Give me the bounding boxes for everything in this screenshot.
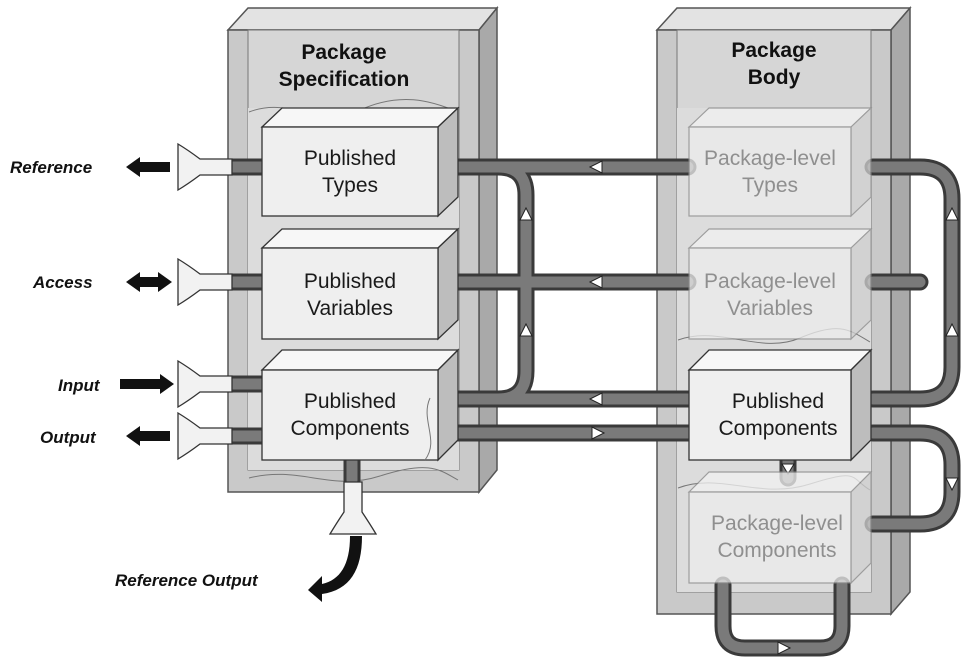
access-horn-icon xyxy=(177,257,233,307)
label-access: Access xyxy=(32,273,93,292)
flow-arrow-right-icon xyxy=(777,641,792,655)
body-types-line2: Types xyxy=(742,174,798,197)
body-published-components-line1: Published xyxy=(732,390,824,413)
body-box-types xyxy=(687,106,873,218)
body-components-line1: Package-level xyxy=(711,512,843,535)
reference-horn-icon xyxy=(177,142,233,192)
body-variables-line1: Package-level xyxy=(704,270,836,293)
spec-variables-line1: Published xyxy=(304,270,396,293)
body-box-components xyxy=(687,470,873,585)
flow-arrow-up-icon xyxy=(945,206,959,221)
flow-arrow-down-icon xyxy=(945,477,959,492)
flow-arrow-left-icon xyxy=(588,275,603,289)
spec-title-line1: Package xyxy=(301,41,386,64)
horn-connectors xyxy=(177,142,378,535)
spec-types-line1: Published xyxy=(304,147,396,170)
flow-arrow-down-icon xyxy=(781,463,795,475)
connection-pipes xyxy=(223,158,961,657)
body-variables-line2: Variables xyxy=(727,297,813,320)
external-arrows xyxy=(120,157,362,602)
input-horn-icon xyxy=(177,359,233,409)
spec-components-line2: Components xyxy=(290,417,409,440)
reference-output-arrow-icon xyxy=(308,536,362,602)
body-box-variables xyxy=(687,227,873,341)
spec-box-variables xyxy=(260,227,460,341)
flow-arrow-left-icon xyxy=(588,160,603,174)
spec-title-line2: Specification xyxy=(279,68,410,91)
body-box-published-components xyxy=(687,348,873,462)
output-arrow-icon xyxy=(126,426,170,446)
label-output: Output xyxy=(40,428,97,447)
flow-arrow-up-icon xyxy=(519,322,533,337)
label-reference-output: Reference Output xyxy=(115,571,259,590)
flow-arrows xyxy=(519,160,959,655)
flow-arrow-up-icon xyxy=(519,206,533,221)
spec-box-types xyxy=(260,106,460,218)
output-horn-icon xyxy=(177,411,233,461)
access-arrow-icon xyxy=(126,272,172,292)
body-title-line2: Body xyxy=(748,66,801,89)
body-components-line2: Components xyxy=(717,539,836,562)
input-arrow-icon xyxy=(120,374,174,394)
body-title-line1: Package xyxy=(731,39,816,62)
flow-arrow-right-icon xyxy=(591,426,606,440)
flow-arrow-left-icon xyxy=(588,392,603,406)
reference-output-horn-icon xyxy=(328,481,378,535)
body-published-components-line2: Components xyxy=(718,417,837,440)
spec-variables-line2: Variables xyxy=(307,297,393,320)
label-input: Input xyxy=(58,376,101,395)
spec-box-components xyxy=(260,348,460,462)
label-reference: Reference xyxy=(10,158,92,177)
reference-arrow-icon xyxy=(126,157,170,177)
body-types-line1: Package-level xyxy=(704,147,836,170)
spec-components-line1: Published xyxy=(304,390,396,413)
spec-types-line2: Types xyxy=(322,174,378,197)
flow-arrow-up-icon xyxy=(945,322,959,337)
